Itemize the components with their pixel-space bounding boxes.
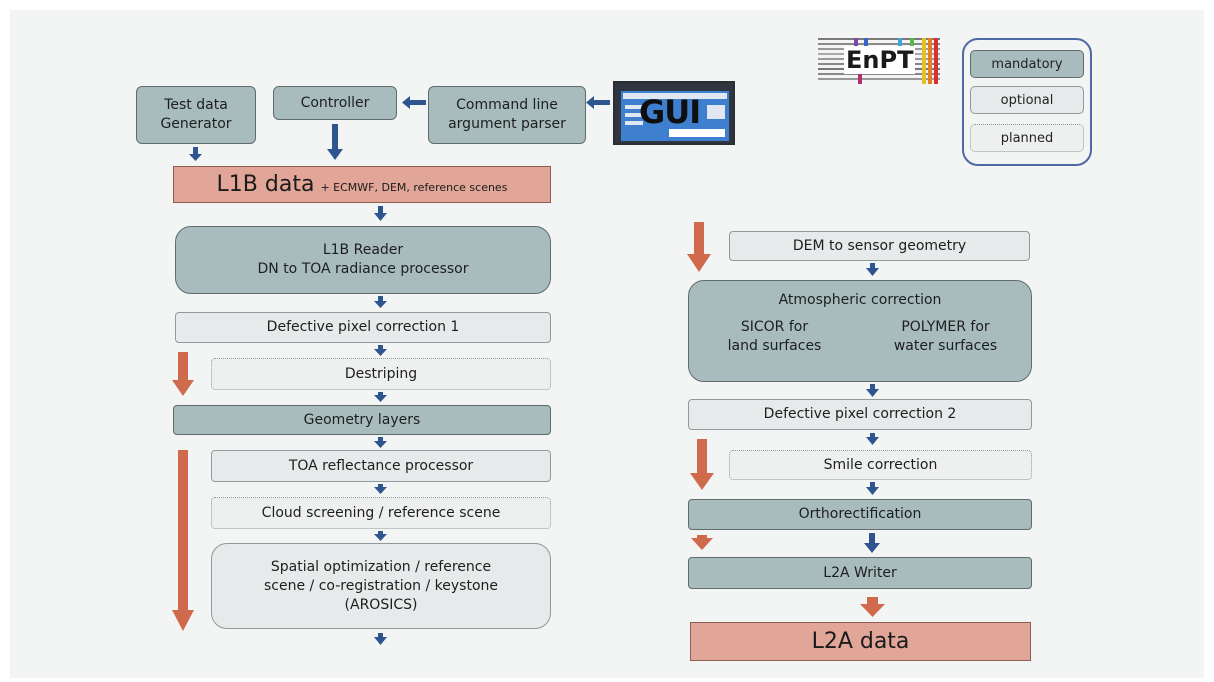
arrow-destriping-down (374, 392, 387, 402)
arrow-ortho-down (864, 533, 880, 553)
arrow-cloud-down (374, 531, 387, 541)
arrow-gui-to-parser (586, 96, 610, 109)
defective-pixel-correction-2-label: Defective pixel correction 2 (763, 406, 957, 422)
spatial-optimization-box: Spatial optimization / reference scene /… (211, 543, 551, 629)
l1b-data-note: + ECMWF, DEM, reference scenes (320, 181, 508, 194)
arrow-toa-down (374, 484, 387, 494)
l1b-data-box: L1B data + ECMWF, DEM, reference scenes (173, 166, 551, 203)
gui-controls-icon (623, 93, 727, 137)
polymer-line2: water surfaces (893, 338, 998, 354)
toa-reflectance-box: TOA reflectance processor (211, 450, 551, 482)
controller-label: Controller (300, 94, 370, 111)
orthorectification-label: Orthorectification (798, 506, 922, 522)
orange-arrow-writer (860, 597, 885, 617)
test-data-generator-box: Test data Generator (136, 86, 256, 144)
arrow-reader-down (374, 296, 387, 308)
arrow-dpc1-down (374, 345, 387, 356)
dem-to-sensor-label: DEM to sensor geometry (792, 237, 967, 254)
l1b-reader-title: L1B Reader (322, 242, 404, 258)
cli-parser-box: Command line argument parser (428, 86, 586, 144)
cloud-screening-label: Cloud screening / reference scene (261, 504, 501, 521)
gui-screenshot: GUI (613, 81, 735, 145)
defective-pixel-correction-1-label: Defective pixel correction 1 (266, 319, 460, 335)
legend-optional: optional (970, 86, 1084, 114)
l1b-reader-subtitle: DN to TOA radiance processor (257, 261, 469, 277)
arrow-generator-down (189, 147, 202, 161)
legend: mandatory optional planned (962, 38, 1092, 166)
gui-window (621, 91, 729, 141)
l2a-writer-box: L2A Writer (688, 557, 1032, 589)
spatial-optimization-line1: Spatial optimization / reference (270, 558, 492, 575)
legend-planned: planned (970, 124, 1084, 152)
test-data-generator-label: Test data Generator (160, 97, 232, 132)
dem-to-sensor-box: DEM to sensor geometry (729, 231, 1030, 261)
sicor-line1: SICOR for (740, 319, 809, 335)
orthorectification-box: Orthorectification (688, 499, 1032, 530)
destriping-label: Destriping (344, 365, 418, 382)
l1b-data-label: L1B data (216, 172, 315, 197)
arrow-l1b-down (374, 206, 387, 221)
legend-mandatory-label: mandatory (991, 56, 1063, 72)
legend-optional-label: optional (1000, 92, 1054, 108)
controller-box: Controller (273, 86, 397, 120)
geometry-layers-box: Geometry layers (173, 405, 551, 435)
l2a-writer-label: L2A Writer (823, 564, 897, 581)
arrow-geometry-down (374, 437, 387, 448)
arrow-dem-down (866, 263, 879, 276)
atmospheric-correction-box: Atmospheric correction SICOR for land su… (688, 280, 1032, 382)
sicor-block: SICOR for land surfaces (689, 318, 860, 356)
destriping-box: Destriping (211, 358, 551, 390)
enpt-logo-text: EnPT (844, 46, 916, 74)
l2a-data-box: L2A data (690, 622, 1031, 661)
legend-planned-label: planned (1000, 130, 1054, 146)
toa-reflectance-label: TOA reflectance processor (288, 457, 474, 474)
orange-arrow-smile (690, 439, 714, 490)
polymer-line1: POLYMER for (901, 319, 990, 335)
cli-parser-label: Command line argument parser (448, 97, 566, 132)
atmospheric-correction-title: Atmospheric correction (778, 292, 942, 308)
sicor-line2: land surfaces (727, 338, 822, 354)
orange-arrow-destriping (172, 352, 194, 396)
defective-pixel-correction-1-box: Defective pixel correction 1 (175, 312, 551, 343)
spatial-optimization-line2: scene / co-registration / keystone (263, 577, 498, 594)
l2a-data-label: L2A data (811, 629, 910, 654)
smile-correction-label: Smile correction (823, 456, 938, 473)
arrow-dpc2-down (866, 433, 879, 445)
spatial-optimization-line3: (AROSICS) (344, 596, 418, 613)
cloud-screening-box: Cloud screening / reference scene (211, 497, 551, 529)
smile-correction-box: Smile correction (729, 450, 1032, 480)
polymer-block: POLYMER for water surfaces (860, 318, 1031, 356)
orange-arrow-ortho (691, 535, 713, 550)
geometry-layers-label: Geometry layers (303, 411, 421, 428)
orange-arrow-left-long (172, 450, 194, 631)
arrow-controller-down (327, 124, 343, 160)
enpt-logo: EnPT (818, 38, 940, 84)
legend-mandatory: mandatory (970, 50, 1084, 78)
defective-pixel-correction-2-box: Defective pixel correction 2 (688, 399, 1032, 430)
l1b-reader-box: L1B Reader DN to TOA radiance processor (175, 226, 551, 294)
arrow-atm-down (866, 384, 879, 397)
arrow-smile-down (866, 482, 879, 495)
orange-arrow-right-top (687, 222, 711, 272)
arrow-spatial-down (374, 633, 387, 645)
arrow-parser-to-controller (402, 96, 426, 109)
gui-label: GUI (639, 93, 701, 131)
